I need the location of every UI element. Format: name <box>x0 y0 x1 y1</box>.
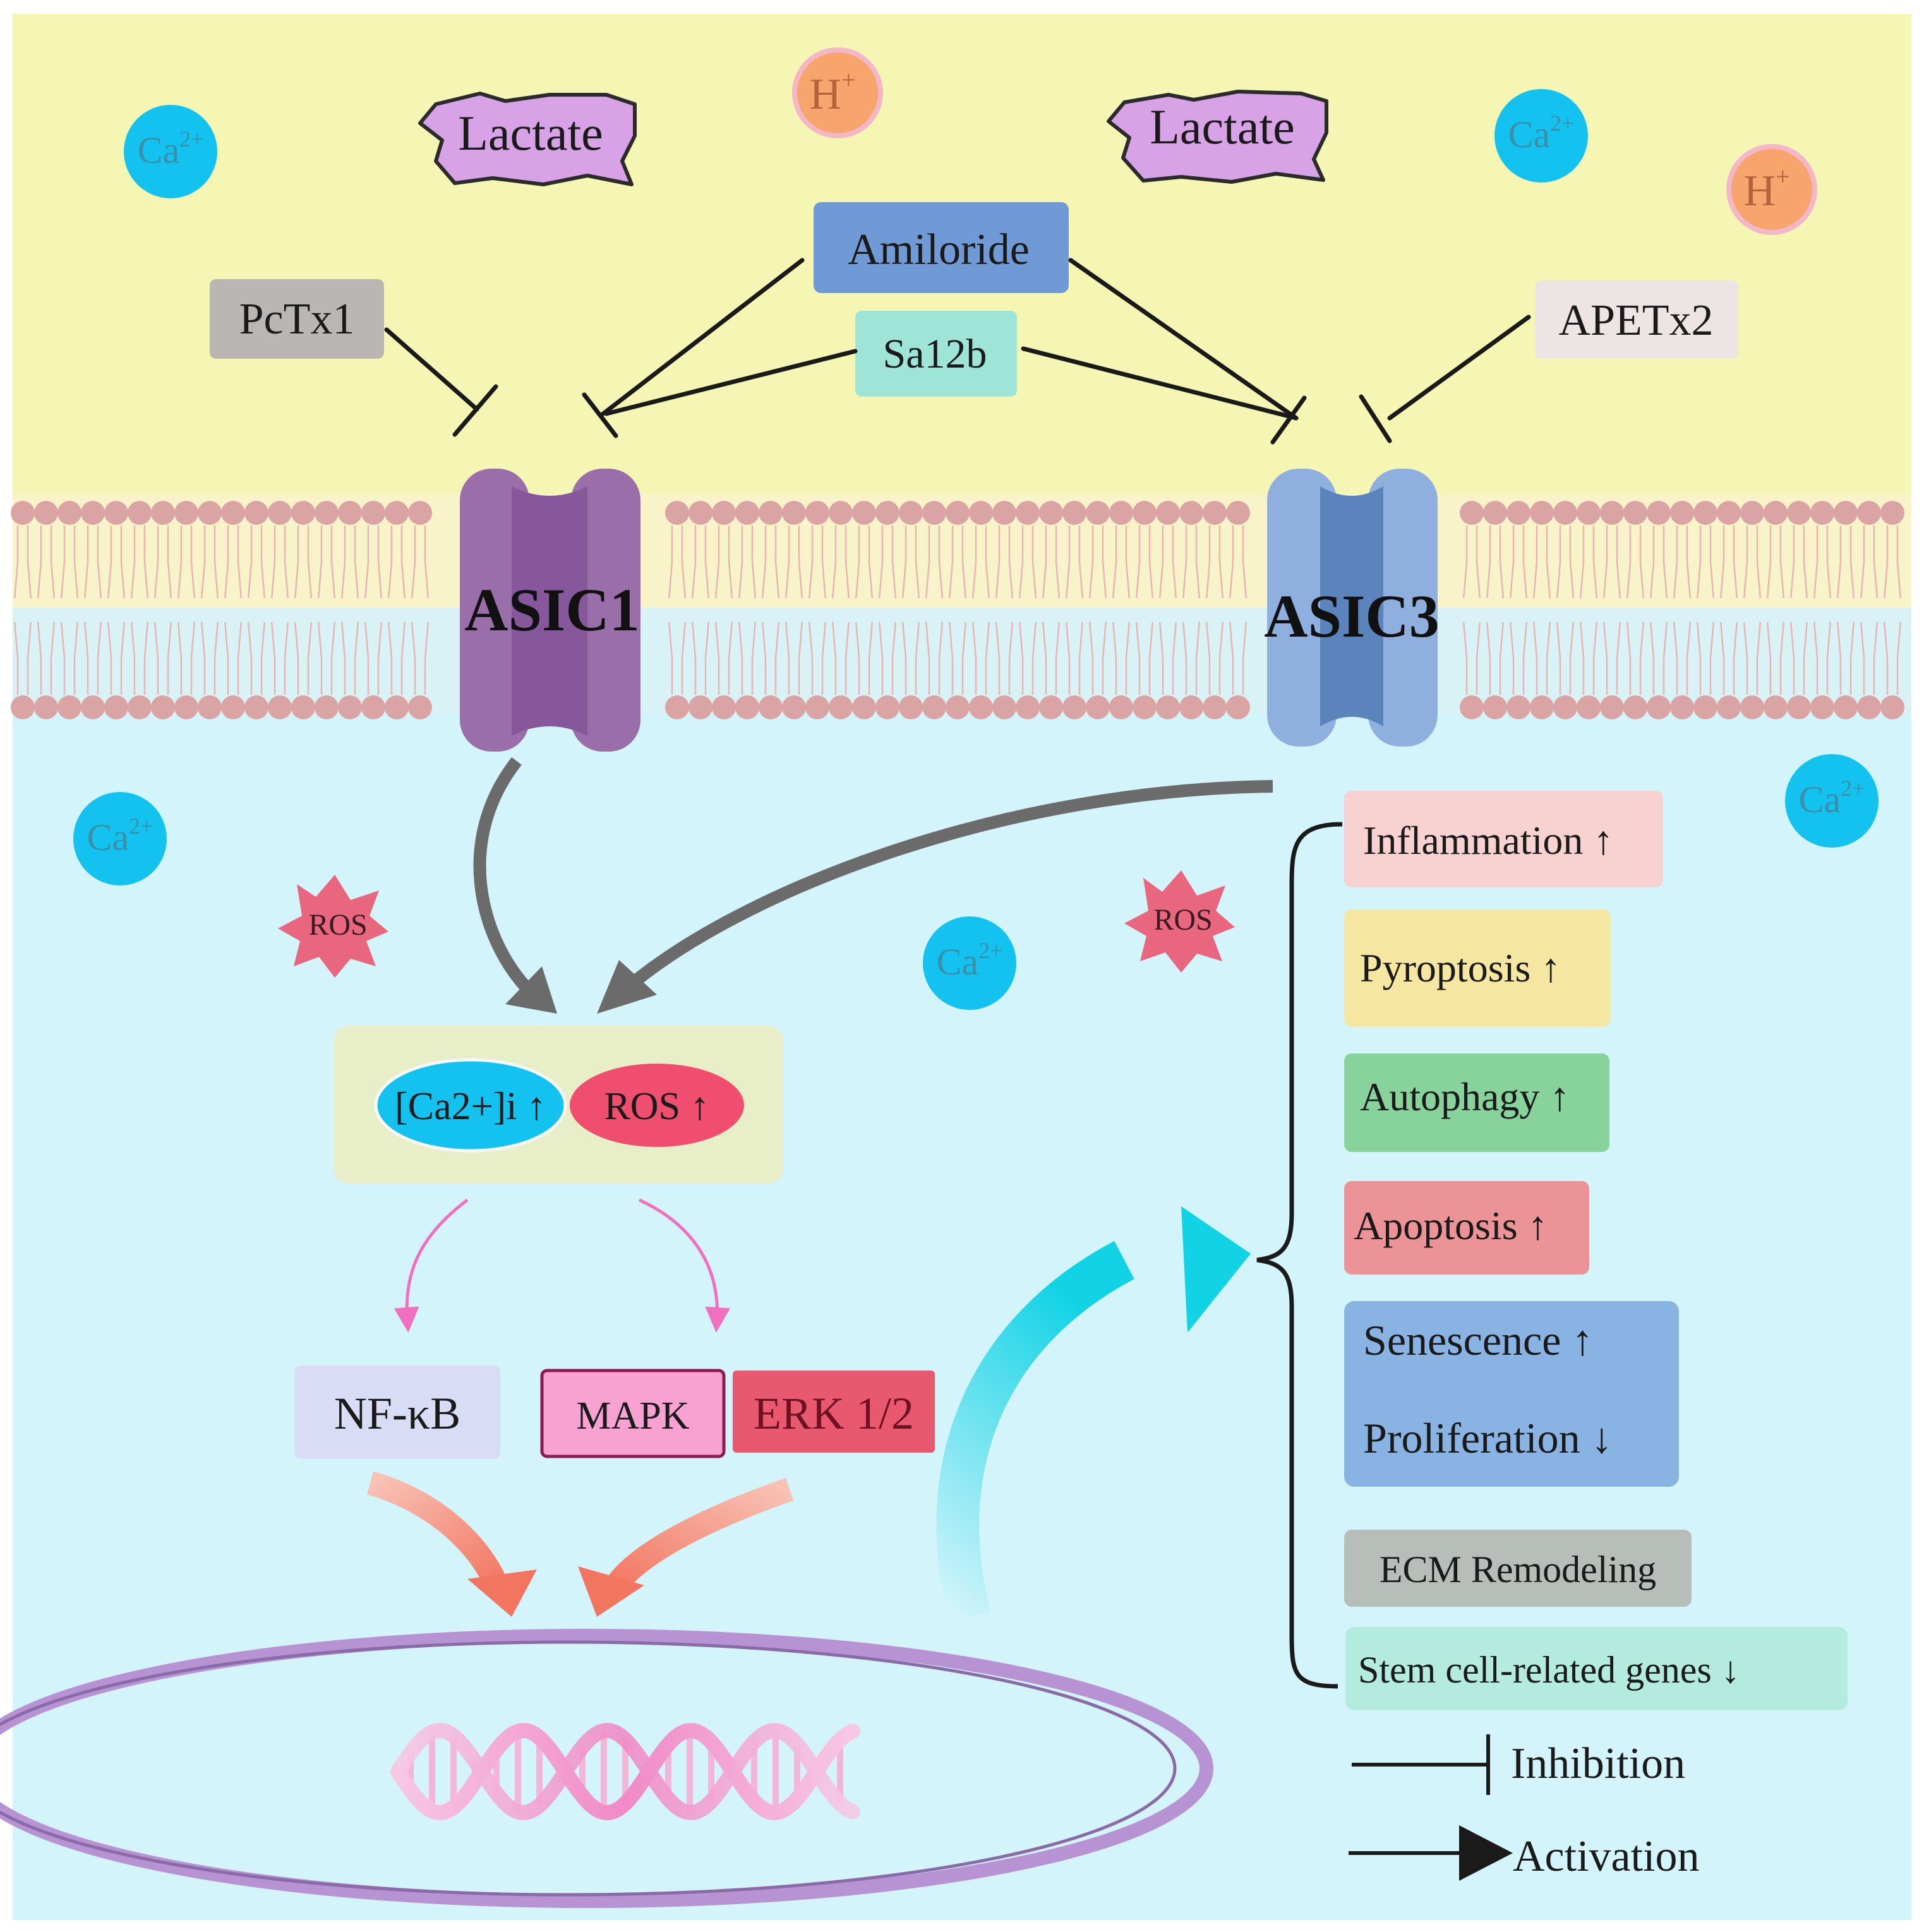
calcium-ion-icon: Ca2+ <box>1785 754 1879 848</box>
proton-icon: H+ <box>792 47 883 138</box>
svg-text:ROS ↑: ROS ↑ <box>604 1085 709 1128</box>
svg-text:Activation: Activation <box>1513 1832 1699 1881</box>
svg-text:ASIC1: ASIC1 <box>464 576 639 644</box>
legend: Inhibition Activation <box>1349 1734 1699 1881</box>
mapk-box: MAPK <box>540 1369 726 1458</box>
cyan-activation-arrow <box>936 1206 1251 1623</box>
outcome-inflammation: Inflammation ↑ <box>1344 791 1663 887</box>
svg-text:ASIC3: ASIC3 <box>1264 582 1439 650</box>
outcome-ecm-remodeling: ECM Remodeling <box>1344 1530 1692 1607</box>
calcium-ion-icon: Ca2+ <box>923 916 1016 1010</box>
calcium-ion-icon: Ca2+ <box>73 792 167 885</box>
erk-box: ERK 1/2 <box>733 1371 935 1453</box>
svg-text:Apoptosis ↑: Apoptosis ↑ <box>1354 1203 1548 1248</box>
ros-blob-icon: ROS <box>278 875 388 978</box>
nucleus-envelope-outer <box>0 1629 1213 1908</box>
apetx2-box: APETx2 <box>1535 280 1738 359</box>
svg-text:ROS: ROS <box>1153 903 1212 937</box>
svg-text:MAPK: MAPK <box>576 1395 689 1437</box>
svg-text:Proliferation ↓: Proliferation ↓ <box>1363 1414 1613 1462</box>
svg-text:H+: H+ <box>1743 162 1789 215</box>
svg-text:APETx2: APETx2 <box>1559 296 1714 345</box>
proton-icon: H+ <box>1726 144 1817 235</box>
legend-activation: Activation <box>1349 1825 1699 1881</box>
dna-helix-icon <box>390 1722 860 1821</box>
nucleus-envelope-inner <box>0 1640 1177 1897</box>
lactate-right: Lactate <box>1107 90 1328 184</box>
svg-text:Stem cell-related genes ↓: Stem cell-related genes ↓ <box>1358 1649 1740 1691</box>
svg-text:Ca2+: Ca2+ <box>1799 776 1865 820</box>
svg-text:ECM Remodeling: ECM Remodeling <box>1380 1549 1656 1590</box>
calcium-ion-icon: Ca2+ <box>1494 89 1588 183</box>
svg-text:Sa12b: Sa12b <box>883 331 987 377</box>
svg-text:ROS: ROS <box>308 908 367 942</box>
inhibition-lines <box>384 258 1531 445</box>
svg-text:PcTx1: PcTx1 <box>239 295 355 344</box>
second-messenger-box: [Ca2+]i ↑ ROS ↑ <box>334 1026 783 1184</box>
svg-text:NF-κB: NF-κB <box>334 1388 460 1439</box>
svg-text:Inhibition: Inhibition <box>1511 1739 1685 1788</box>
svg-text:[Ca2+]i ↑: [Ca2+]i ↑ <box>395 1085 546 1128</box>
svg-text:Ca2+: Ca2+ <box>937 938 1003 983</box>
svg-text:Lactate: Lactate <box>458 105 603 160</box>
svg-text:H+: H+ <box>809 66 855 119</box>
asic3-channel: ASIC3 <box>1264 469 1440 747</box>
svg-text:Lactate: Lactate <box>1150 99 1294 154</box>
lipid-bilayer <box>11 501 1904 719</box>
asic1-channel: ASIC1 <box>460 469 640 752</box>
svg-text:Ca2+: Ca2+ <box>138 126 204 171</box>
amiloride-box: Amiloride <box>814 202 1069 293</box>
outcome-stem-cell-genes: Stem cell-related genes ↓ <box>1345 1627 1848 1710</box>
intracellular-space <box>13 581 1911 1920</box>
outcome-autophagy: Autophagy ↑ <box>1344 1053 1609 1152</box>
pctx1-box: PcTx1 <box>210 279 384 359</box>
outcome-brace <box>1256 822 1343 1689</box>
legend-inhibition: Inhibition <box>1352 1734 1685 1795</box>
svg-text:Ca2+: Ca2+ <box>1508 111 1575 155</box>
salmon-arrows <box>366 1471 794 1617</box>
outcome-pyroptosis: Pyroptosis ↑ <box>1344 909 1611 1027</box>
nfkb-box: NF-κB <box>294 1365 500 1459</box>
activation-arrows-gray <box>473 757 1273 1014</box>
svg-text:ERK 1/2: ERK 1/2 <box>754 1388 914 1439</box>
pink-arrows <box>394 1198 731 1333</box>
svg-text:Amiloride: Amiloride <box>848 225 1030 274</box>
svg-text:Inflammation ↑: Inflammation ↑ <box>1363 818 1613 863</box>
calcium-ion-icon: Ca2+ <box>124 105 217 198</box>
outcome-senescence-proliferation: Senescence ↑ Proliferation ↓ <box>1344 1301 1679 1487</box>
outcome-apoptosis: Apoptosis ↑ <box>1344 1181 1589 1275</box>
ros-blob-icon: ROS <box>1124 870 1235 973</box>
sa12b-box: Sa12b <box>855 311 1017 397</box>
svg-text:Pyroptosis ↑: Pyroptosis ↑ <box>1360 945 1561 990</box>
svg-text:Autophagy ↑: Autophagy ↑ <box>1360 1074 1570 1119</box>
svg-text:Ca2+: Ca2+ <box>87 813 153 858</box>
svg-text:Senescence ↑: Senescence ↑ <box>1363 1316 1593 1364</box>
lactate-left: Lactate <box>418 92 637 186</box>
